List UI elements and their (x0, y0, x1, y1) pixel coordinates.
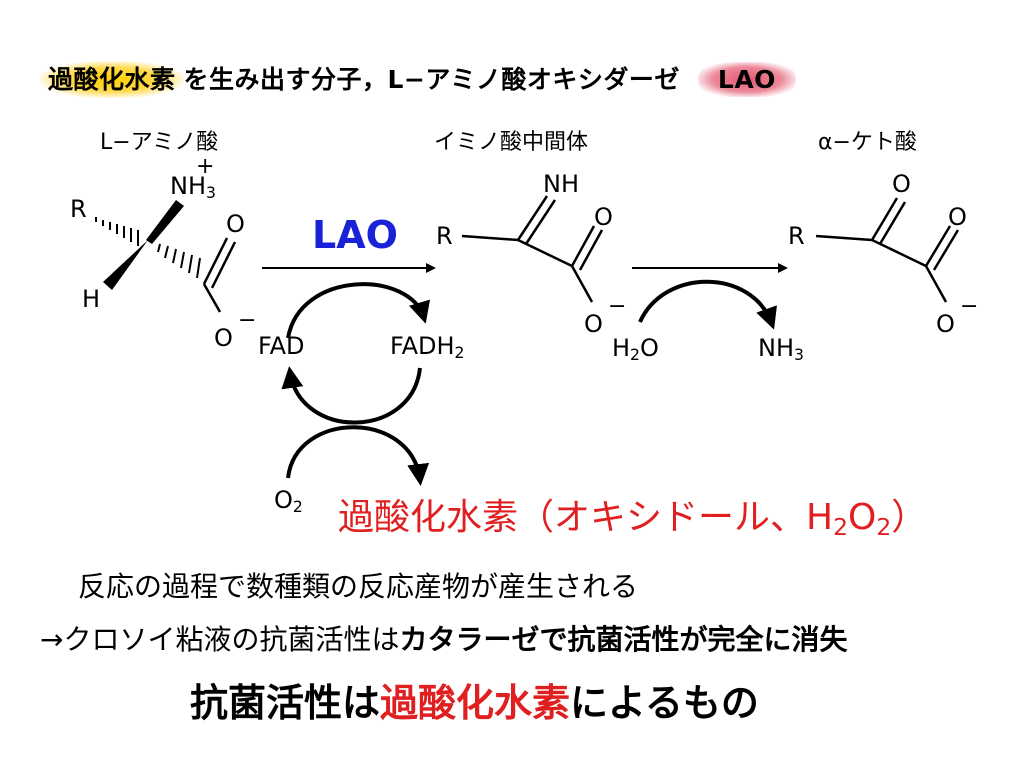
o2-to-h2o2-arrow (286, 425, 430, 486)
atom-nh3-amino: NH3 (170, 172, 216, 202)
bond-nh3 (146, 200, 184, 244)
atom-r-amino: R (70, 195, 87, 223)
charge-plus: + (196, 154, 215, 179)
atom-r-keto: R (788, 222, 805, 250)
charge-minus-amino: − (238, 308, 257, 333)
atom-o-double-imino: O (594, 203, 613, 231)
slide-title: 過酸化水素を生み出す分子，L−アミノ酸オキシダーゼ LAO (40, 60, 796, 98)
atom-r-imino: R (436, 222, 453, 250)
product-h2o2-label: 過酸化水素（オキシドール、H2O2） (338, 497, 928, 541)
hashed-bond-cooh (157, 243, 201, 279)
wedge-bond-h (103, 240, 148, 290)
atom-o-keto: O (892, 170, 911, 198)
enzyme-lao-label: LAO (312, 213, 398, 257)
fadh2-to-fad-arrow (281, 366, 422, 425)
atom-h-amino: H (82, 285, 101, 313)
label-imino-intermediate: イミノ酸中間体 (434, 130, 589, 155)
note-line-1: 反応の過程で数種類の反応産物が産生される (78, 570, 639, 603)
charge-minus-imino: − (608, 294, 627, 319)
label-amino-acid: L−アミノ酸 (100, 130, 219, 155)
charge-minus-keto: − (960, 294, 979, 319)
fad-to-fadh2-arrow (286, 282, 431, 339)
label-o2: O2 (274, 486, 303, 516)
keto-acid-structure (815, 197, 960, 303)
label-nh3: NH3 (758, 334, 804, 364)
label-fadh2: FADH2 (390, 332, 465, 362)
label-keto-acid: α−ケト酸 (818, 130, 917, 155)
atom-o-double-amino: O (226, 210, 245, 238)
title-highlight-h2o2: 過酸化水素 (40, 61, 184, 98)
title-lao-badge: LAO (697, 62, 796, 97)
atom-o-single-imino: O (584, 310, 603, 338)
atom-o-double-keto: O (948, 203, 967, 231)
imino-acid-structure (461, 195, 604, 303)
atom-nh-imino: NH (543, 170, 579, 198)
h2o-to-nh3-arrow (638, 279, 777, 330)
atom-o-single-keto: O (936, 310, 955, 338)
conclusion: 抗菌活性は過酸化水素によるもの (190, 681, 759, 725)
label-fad: FAD (258, 332, 305, 360)
note-line-2: →クロソイ粘液の抗菌活性はカタラーゼで抗菌活性が完全に消失 (40, 623, 848, 656)
amino-acid-structure (95, 200, 237, 313)
hashed-bond-r (95, 217, 139, 246)
label-h2o: H2O (612, 334, 659, 364)
title-text: を生み出す分子，L−アミノ酸オキシダーゼ (183, 65, 680, 94)
atom-o-single-amino: O (214, 324, 233, 352)
